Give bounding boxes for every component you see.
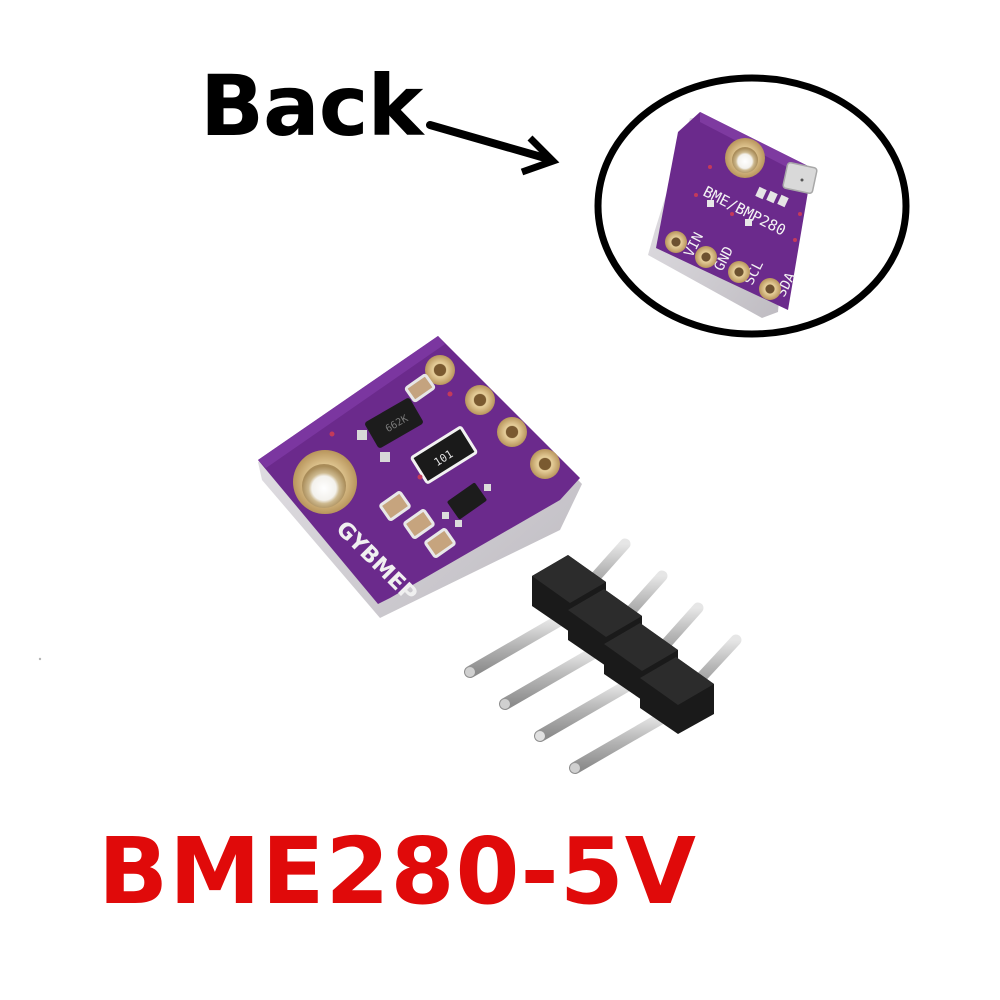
pin-header bbox=[464, 538, 742, 774]
back-view-board: BME/BMP280 VIN GND SCL SDA bbox=[648, 112, 818, 318]
product-title: BME280-5V bbox=[98, 818, 697, 925]
front-pin-pads bbox=[425, 355, 560, 479]
header-housing bbox=[532, 555, 714, 734]
resistor-array: 101 bbox=[410, 426, 478, 484]
regulator-chip: 662K bbox=[357, 398, 423, 462]
front-view-board: 662K 101 GYBMEP bbox=[258, 336, 582, 618]
arrow-icon bbox=[426, 121, 560, 176]
back-label: Back bbox=[200, 57, 423, 155]
back-pin-pads bbox=[665, 231, 781, 300]
